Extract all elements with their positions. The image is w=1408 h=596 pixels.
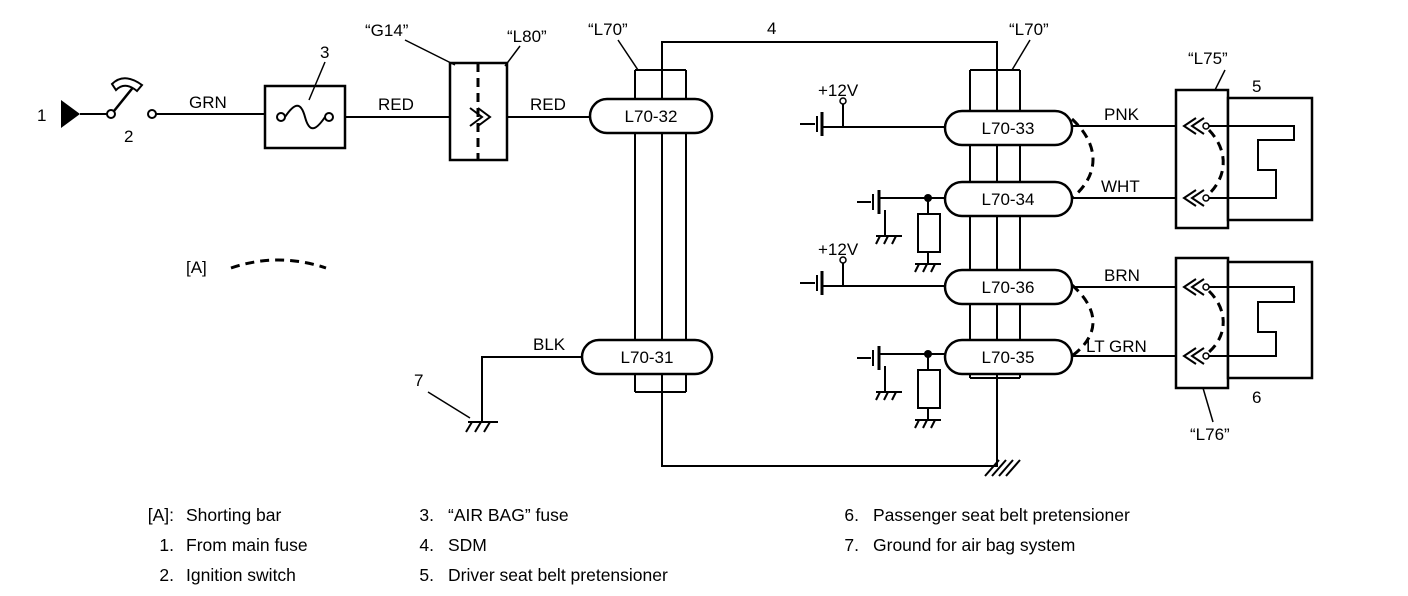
legend-text: From main fuse xyxy=(186,535,308,555)
pin-chevron-icon xyxy=(469,107,484,127)
legend-text: Passenger seat belt pretensioner xyxy=(873,505,1130,525)
switch-terminal-icon xyxy=(106,109,116,119)
connector-label-l70-35: L70-35 xyxy=(982,348,1035,367)
label-shorting-bar: [A] xyxy=(186,258,207,277)
plus12v-circuit-bottom xyxy=(800,256,945,295)
label-plus12v-bottom: +12V xyxy=(818,240,859,259)
legend-text: Shorting bar xyxy=(186,505,282,525)
label-l76: “L76” xyxy=(1190,425,1230,444)
passenger-squib-coil xyxy=(1209,286,1295,357)
plus12v-circuit-top xyxy=(800,97,945,136)
label-l70-right: “L70” xyxy=(1009,20,1049,39)
label-6: 6 xyxy=(1252,388,1261,407)
sdm-top-line xyxy=(661,41,998,70)
legend-text: Driver seat belt pretensioner xyxy=(448,565,668,585)
connector-label-l70-34: L70-34 xyxy=(982,190,1035,209)
label-g14: “G14” xyxy=(365,21,409,40)
legend-key: 6. xyxy=(844,505,859,525)
label-5: 5 xyxy=(1252,77,1261,96)
wire-label-red-1: RED xyxy=(378,95,414,114)
legend-item: 4. SDM xyxy=(400,530,668,560)
legend-item: [A]: Shorting bar xyxy=(132,500,308,530)
label-l75: “L75” xyxy=(1188,49,1228,68)
main-fuse-arrow-icon xyxy=(61,100,80,128)
label-1: 1 xyxy=(37,106,46,125)
legend-item: 3. “AIR BAG” fuse xyxy=(400,500,668,530)
passenger-pretensioner-box xyxy=(1226,260,1314,380)
legend-item: 2. Ignition switch xyxy=(132,560,308,590)
shorting-bar-36-35 xyxy=(1071,283,1095,358)
legend-item: 6. Passenger seat belt pretensioner xyxy=(825,500,1130,530)
pin-chevron-icon xyxy=(1182,278,1210,365)
legend-item: 5. Driver seat belt pretensioner xyxy=(400,560,668,590)
ignition-switch-icon xyxy=(110,77,144,112)
connector-label-l70-33: L70-33 xyxy=(982,119,1035,138)
l76-connector xyxy=(1174,256,1230,390)
legend-text: SDM xyxy=(448,535,487,555)
wire-label-brn: BRN xyxy=(1104,266,1140,285)
driver-pretensioner-box xyxy=(1226,96,1314,222)
legend-item: 7. Ground for air bag system xyxy=(825,530,1130,560)
switch-terminal-icon xyxy=(147,109,157,119)
legend-key: [A]: xyxy=(147,505,174,525)
legend-key: 5. xyxy=(419,565,434,585)
shorting-bar-l75 xyxy=(1207,128,1225,196)
ground-circuit-35 xyxy=(857,346,945,429)
legend-column-2: 3. “AIR BAG” fuse 4. SDM 5. Driver seat … xyxy=(400,500,668,590)
legend-text: Ignition switch xyxy=(186,565,296,585)
legend-key: 1. xyxy=(159,535,174,555)
legend-key: 7. xyxy=(844,535,859,555)
shorting-bar-l76 xyxy=(1207,289,1225,354)
label-l70-left: “L70” xyxy=(588,20,628,39)
connector-label-l70-36: L70-36 xyxy=(982,278,1035,297)
label-7: 7 xyxy=(414,371,423,390)
legend-item: 1. From main fuse xyxy=(132,530,308,560)
connector-label-l70-32: L70-32 xyxy=(625,107,678,126)
sdm-bottom-line xyxy=(661,378,998,467)
wire-label-red-2: RED xyxy=(530,95,566,114)
l75-connector xyxy=(1174,88,1230,230)
ground-icon xyxy=(465,421,498,433)
blk-ground-wire xyxy=(481,356,582,422)
shorting-bar-sample xyxy=(230,258,327,270)
legend-key: 2. xyxy=(159,565,174,585)
legend-text: “AIR BAG” fuse xyxy=(448,505,569,525)
wire-label-pnk: PNK xyxy=(1104,105,1140,124)
wire-label-lt-grn: LT GRN xyxy=(1086,337,1147,356)
label-l80: “L80” xyxy=(507,27,547,46)
ground-circuit-34 xyxy=(857,190,945,273)
label-plus12v-top: +12V xyxy=(818,81,859,100)
legend-text: Ground for air bag system xyxy=(873,535,1076,555)
label-3: 3 xyxy=(320,43,329,62)
legend-key: 3. xyxy=(419,505,434,525)
wire-label-wht: WHT xyxy=(1101,177,1140,196)
shorting-bar-33-34 xyxy=(1070,117,1095,200)
wire-label-grn: GRN xyxy=(189,93,227,112)
connector-label-l70-31: L70-31 xyxy=(621,348,674,367)
driver-squib-coil xyxy=(1209,125,1295,199)
fuse-icon xyxy=(276,104,334,130)
wire-label-blk: BLK xyxy=(533,335,566,354)
legend-column-3: 6. Passenger seat belt pretensioner 7. G… xyxy=(825,500,1130,560)
pin-chevron-icon xyxy=(477,107,492,127)
connector-l70-32 xyxy=(588,97,714,135)
label-2: 2 xyxy=(124,127,133,146)
legend-key: 4. xyxy=(419,535,434,555)
sdm-ground-icon xyxy=(984,459,1021,477)
label-4: 4 xyxy=(767,19,776,38)
legend-column-1: [A]: Shorting bar 1. From main fuse 2. I… xyxy=(132,500,308,590)
pin-chevron-icon xyxy=(1182,117,1210,207)
